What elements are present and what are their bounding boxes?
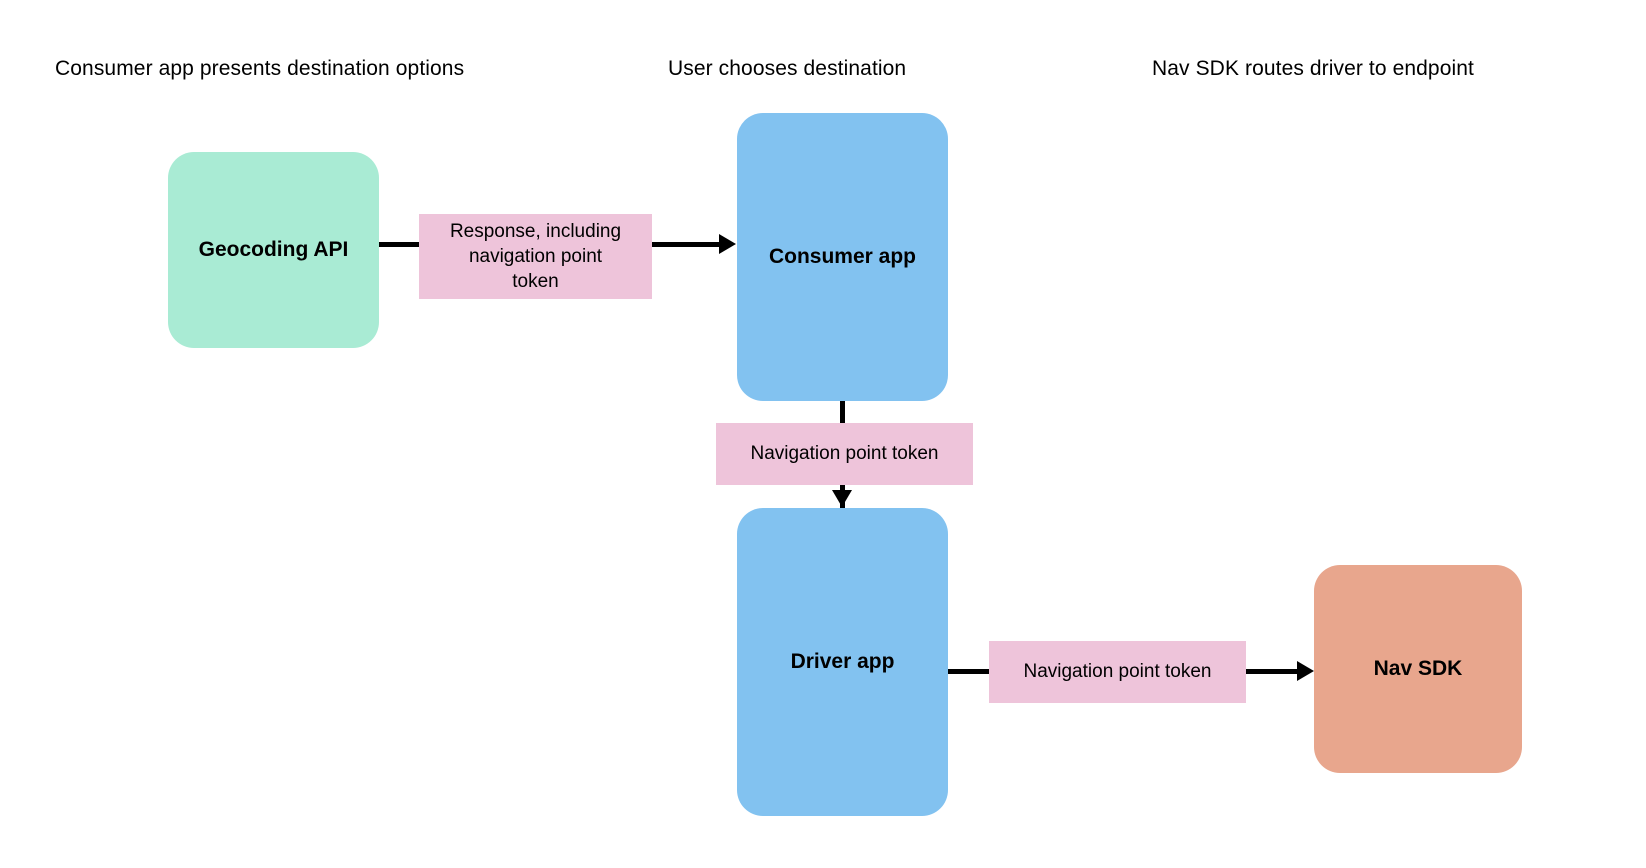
arrow-head-right-icon [719, 234, 736, 254]
connector-line [651, 242, 722, 247]
edge-label-navigation-point-token-driver-to-navsdk: Navigation point token [989, 641, 1246, 703]
node-geocoding-api-label: Geocoding API [198, 238, 349, 262]
connector-line [840, 401, 845, 424]
node-nav-sdk[interactable]: Nav SDK [1314, 565, 1522, 773]
column-header-user-chooses-destination: User chooses destination [668, 57, 907, 80]
node-geocoding-api[interactable]: Geocoding API [168, 152, 379, 348]
node-consumer-app[interactable]: Consumer app [737, 113, 948, 401]
node-consumer-app-label: Consumer app [768, 245, 917, 269]
node-driver-app-label: Driver app [790, 650, 895, 674]
edge-label-text: Navigation point token [1023, 661, 1212, 683]
column-header-nav-sdk-routes-driver-to-endpoint: Nav SDK routes driver to endpoint [1152, 57, 1474, 80]
connector-line [948, 669, 990, 674]
arrow-head-down-icon [832, 490, 852, 507]
column-header-consumer-app-presents-destination-options: Consumer app presents destination option… [55, 57, 465, 80]
edge-label-text: Navigation point token [750, 443, 939, 465]
node-nav-sdk-label: Nav SDK [1373, 657, 1463, 681]
edge-label-navigation-point-token-consumer-to-driver: Navigation point token [716, 423, 973, 485]
arrow-head-right-icon [1297, 661, 1314, 681]
connector-line [1246, 669, 1301, 674]
connector-line [379, 242, 420, 247]
node-driver-app[interactable]: Driver app [737, 508, 948, 816]
